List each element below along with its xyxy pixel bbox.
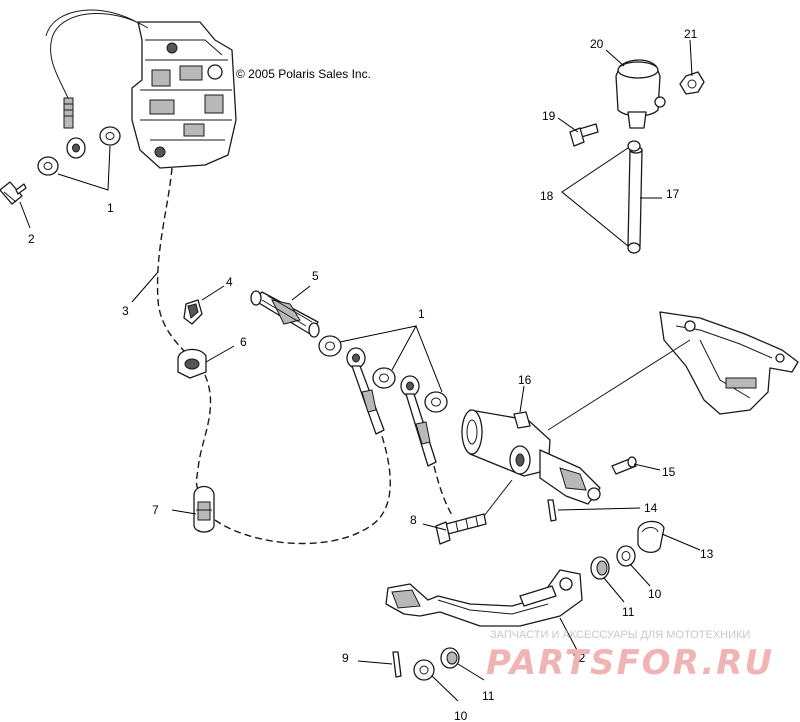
- banjo-bolt-upper: [0, 181, 27, 205]
- clevis-pin: [611, 456, 637, 475]
- banjo-fitting-lower-b: [400, 375, 437, 467]
- callout-18: 18: [540, 189, 554, 203]
- washer-right: [616, 545, 636, 567]
- callout-5: 5: [312, 269, 319, 283]
- spring-clip: [637, 520, 665, 554]
- hose-clamp-lower: [627, 242, 641, 254]
- callout-16: 16: [518, 373, 532, 387]
- callout-14: 14: [644, 501, 658, 515]
- cotter-pin: [547, 499, 557, 522]
- callout-4: 4: [226, 275, 233, 289]
- callout-2: 2: [28, 232, 35, 246]
- banjo-fitting-lower-a: [346, 347, 385, 435]
- callout-11-lower: 11: [482, 689, 495, 703]
- callout-15: 15: [662, 465, 676, 479]
- watermark-brand: PARTSFOR.RU: [486, 643, 774, 683]
- callout-8: 8: [410, 513, 417, 527]
- mounting-bracket: [659, 311, 799, 415]
- callout-1-upper: 1: [107, 201, 114, 215]
- washer-lower: [413, 659, 435, 681]
- bushing-right: [590, 556, 610, 580]
- sealing-washer-lower-a: [318, 335, 342, 357]
- brake-pedal: [385, 569, 583, 627]
- callout-11-right: 11: [622, 605, 635, 619]
- pushrod: [250, 290, 320, 338]
- leader-lines: [19, 39, 701, 702]
- brake-line: [156, 167, 191, 359]
- watermark-subtitle: ЗАПЧАСТИ И АКСЕССУАРЫ ДЛЯ МОТОТЕХНИКИ: [490, 629, 750, 641]
- reservoir-hose: [627, 146, 643, 247]
- reservoir-nut: [679, 71, 705, 95]
- brake-line-clamp: [177, 348, 207, 379]
- callout-1-lower: 1: [418, 307, 425, 321]
- master-cylinder: [461, 409, 601, 505]
- callout-10-right: 10: [648, 587, 662, 601]
- upper-brake-line: [50, 12, 149, 99]
- callout-labels: 1 2 3 4 5 6 7 1 8 9 10 11 12 13 14 15 16…: [28, 27, 714, 722]
- callout-13: 13: [700, 547, 714, 561]
- watermark: ЗАПЧАСТИ И АКСЕССУАРЫ ДЛЯ МОТОТЕХНИКИ PA…: [486, 629, 774, 683]
- sealing-washer-lower-b: [372, 367, 396, 389]
- banjo-fitting-upper: [63, 97, 86, 159]
- sealing-washer-lower-c: [424, 391, 448, 413]
- sealing-washer-upper-b: [37, 156, 59, 176]
- callout-20: 20: [590, 37, 604, 51]
- brake-caliper: [131, 21, 237, 169]
- reservoir-screw: [569, 123, 599, 147]
- callout-3: 3: [122, 304, 129, 318]
- callout-7: 7: [152, 503, 159, 517]
- callout-17: 17: [666, 187, 680, 201]
- bushing-lower: [440, 647, 460, 669]
- callout-6: 6: [240, 335, 247, 349]
- hose-clamp-upper: [627, 140, 641, 152]
- callout-21: 21: [684, 27, 698, 41]
- callout-10-lower: 10: [454, 709, 468, 722]
- fluid-reservoir: [615, 59, 666, 129]
- mounting-bolt: [435, 513, 487, 545]
- pedal-cotter-pin: [392, 651, 402, 678]
- copyright-notice: © 2005 Polaris Sales Inc.: [236, 67, 371, 81]
- callout-12: 12: [572, 651, 586, 665]
- callout-9: 9: [342, 651, 349, 665]
- brake-line-grommet: [193, 485, 215, 533]
- callout-19: 19: [542, 109, 556, 123]
- sealing-washer-upper-a: [99, 126, 121, 146]
- retainer-clip: [183, 299, 203, 325]
